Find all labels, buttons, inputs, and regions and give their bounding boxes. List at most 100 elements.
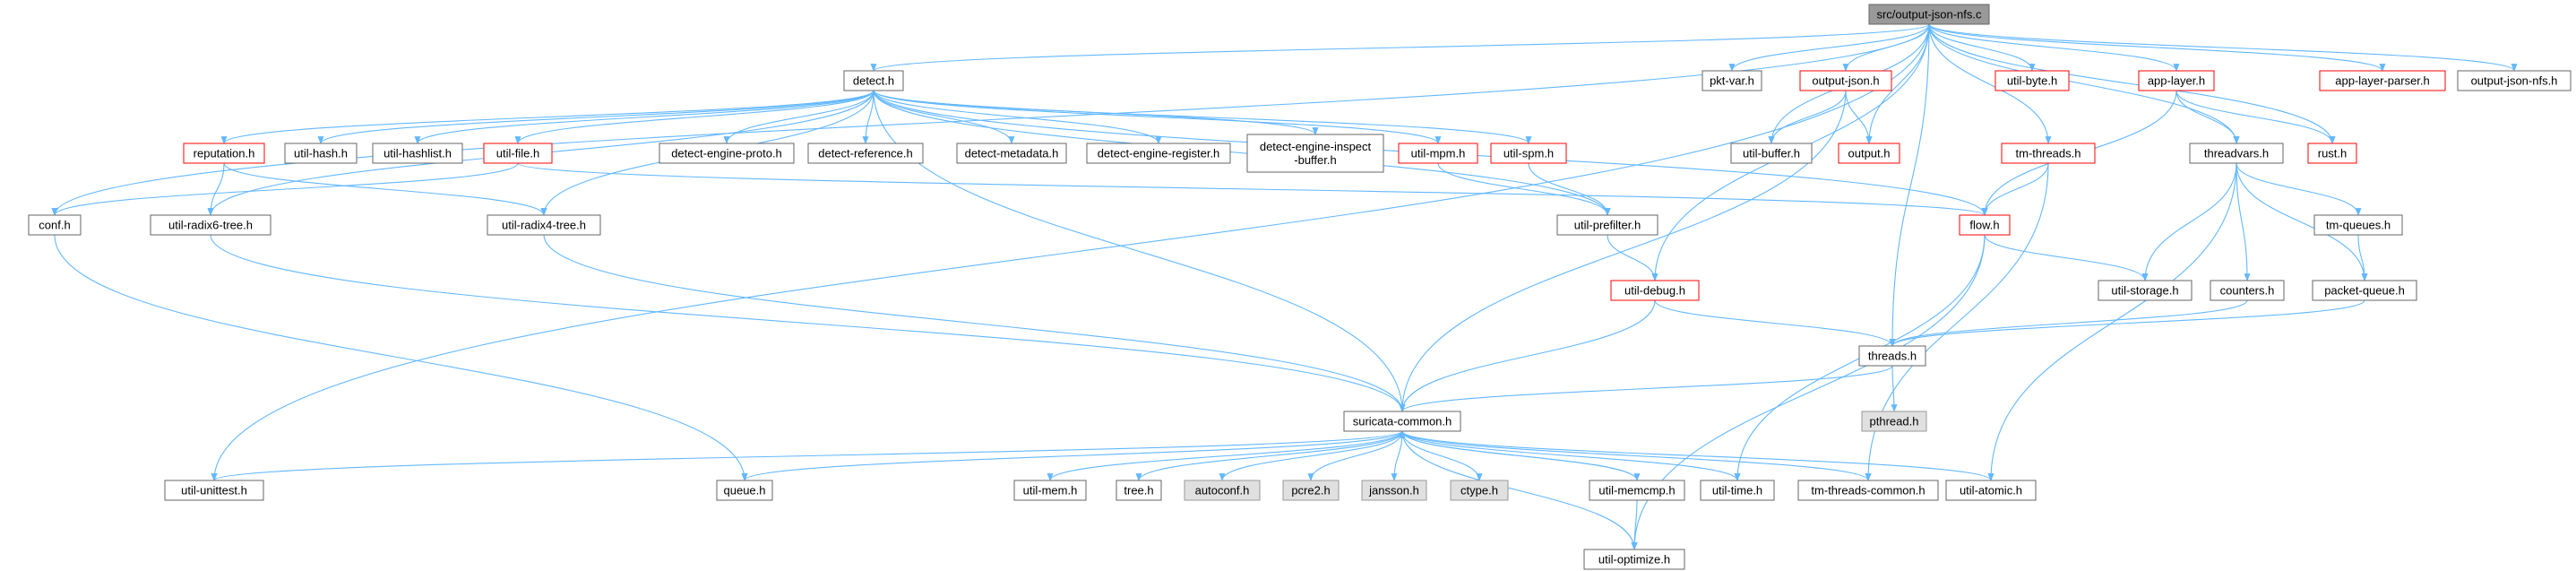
node-box xyxy=(1797,480,1939,501)
node-threadvars[interactable]: threadvars.h xyxy=(2189,143,2284,164)
edge-common-to-ctype xyxy=(1401,430,1483,481)
node-label: tm-queues.h xyxy=(2326,219,2391,232)
node-common[interactable]: suricata-common.h xyxy=(1343,411,1461,432)
node-tmcommon[interactable]: tm-threads-common.h xyxy=(1797,480,1939,501)
node-jansson[interactable]: jansson.h xyxy=(1361,480,1427,501)
node-threads[interactable]: threads.h xyxy=(1858,345,1926,367)
node-outputh[interactable]: output.h xyxy=(1838,143,1900,164)
node-prefilter[interactable]: util-prefilter.h xyxy=(1556,214,1658,236)
edge-utilfile-to-flow xyxy=(517,162,1988,216)
node-queue[interactable]: queue.h xyxy=(716,480,773,501)
node-box xyxy=(164,480,264,501)
node-label: util-debug.h xyxy=(1624,284,1685,298)
node-radix4[interactable]: util-radix4-tree.h xyxy=(487,214,601,236)
node-label: src/output-json-nfs.c xyxy=(1876,8,1982,22)
node-label: util-hash.h xyxy=(294,147,348,160)
node-pcre2[interactable]: pcre2.h xyxy=(1282,480,1340,501)
node-detmeta[interactable]: detect-metadata.h xyxy=(956,143,1067,164)
node-label: output.h xyxy=(1848,147,1891,160)
node-utilhash[interactable]: util-hash.h xyxy=(284,143,358,164)
edge-root-to-applayerparser xyxy=(1928,23,2386,72)
node-optimize[interactable]: util-optimize.h xyxy=(1583,549,1685,570)
node-flow[interactable]: flow.h xyxy=(1959,214,2011,236)
node-label: pkt-var.h xyxy=(1710,74,1754,88)
edge-common-to-queue xyxy=(741,430,1403,481)
node-ctype[interactable]: ctype.h xyxy=(1450,480,1509,501)
node-detenginspect[interactable]: detect-engine-inspect-buffer.h xyxy=(1246,134,1384,173)
node-pktvar[interactable]: pkt-var.h xyxy=(1702,70,1762,91)
edge-root-to-detect xyxy=(870,23,1930,72)
node-outputjson[interactable]: output-json.h xyxy=(1799,70,1892,91)
node-utilhashlist[interactable]: util-hashlist.h xyxy=(372,143,463,164)
node-box xyxy=(1556,214,1658,236)
node-atomic[interactable]: util-atomic.h xyxy=(1945,480,2037,501)
node-counters[interactable]: counters.h xyxy=(2210,280,2285,301)
edge-root-to-unittest xyxy=(211,23,1930,481)
node-tmqueues[interactable]: tm-queues.h xyxy=(2313,214,2403,236)
node-label: util-radix4-tree.h xyxy=(502,219,586,232)
node-utilbuffer[interactable]: util-buffer.h xyxy=(1730,143,1813,164)
node-outputjsonnfs[interactable]: output-json-nfs.h xyxy=(2457,70,2572,91)
node-box xyxy=(2319,70,2446,91)
node-box xyxy=(716,480,773,501)
node-memcmp[interactable]: util-memcmp.h xyxy=(1589,480,1685,501)
node-utilspm[interactable]: util-spm.h xyxy=(1490,143,1567,164)
node-packetqueue[interactable]: packet-queue.h xyxy=(2312,280,2417,301)
edge-detect-to-reputation xyxy=(220,90,874,144)
node-utiltime[interactable]: util-time.h xyxy=(1700,480,1775,501)
node-conf[interactable]: conf.h xyxy=(28,214,82,236)
node-label: output-json-nfs.h xyxy=(2471,74,2558,88)
node-box xyxy=(659,143,795,164)
node-utilstorage[interactable]: util-storage.h xyxy=(2098,280,2193,301)
node-applayerparser[interactable]: app-layer-parser.h xyxy=(2319,70,2446,91)
edge-outputjson-to-outputh xyxy=(1845,90,1873,144)
edge-detect-to-detmeta xyxy=(873,90,1015,144)
node-label: app-layer-parser.h xyxy=(2335,74,2430,88)
node-rust[interactable]: rust.h xyxy=(2307,143,2357,164)
node-label: tm-threads.h xyxy=(2016,147,2081,160)
node-label: util-mpm.h xyxy=(1411,147,1466,160)
node-radix6[interactable]: util-radix6-tree.h xyxy=(150,214,271,236)
node-box xyxy=(1343,411,1461,432)
node-detref[interactable]: detect-reference.h xyxy=(807,143,924,164)
node-utilbyte[interactable]: util-byte.h xyxy=(1994,70,2070,91)
node-box xyxy=(1116,480,1162,501)
node-tree[interactable]: tree.h xyxy=(1116,480,1162,501)
node-label: util-prefilter.h xyxy=(1574,219,1641,232)
node-root[interactable]: src/output-json-nfs.c xyxy=(1868,4,1990,25)
node-detect[interactable]: detect.h xyxy=(843,70,904,91)
edge-prefilter-to-utildebug xyxy=(1607,234,1658,281)
node-detengreg[interactable]: detect-engine-register.h xyxy=(1086,143,1231,164)
node-label: util-buffer.h xyxy=(1743,147,1800,160)
node-applayer[interactable]: app-layer.h xyxy=(2138,70,2215,91)
edge-threadvars-to-packetqueue xyxy=(2236,162,2368,281)
node-box xyxy=(487,214,601,236)
node-label: util-memcmp.h xyxy=(1598,484,1675,497)
node-detengproto[interactable]: detect-engine-proto.h xyxy=(659,143,795,164)
node-reputation[interactable]: reputation.h xyxy=(183,143,265,164)
node-box xyxy=(1702,70,1762,91)
node-label: detect-engine-register.h xyxy=(1098,147,1220,160)
node-tmthreads[interactable]: tm-threads.h xyxy=(2001,143,2096,164)
node-utilmem[interactable]: util-mem.h xyxy=(1013,480,1087,501)
node-box xyxy=(2001,143,2096,164)
node-label: util-storage.h xyxy=(2111,284,2178,298)
node-box xyxy=(1450,480,1509,501)
node-label: util-mem.h xyxy=(1023,484,1078,497)
node-autoconf[interactable]: autoconf.h xyxy=(1184,480,1261,501)
node-box xyxy=(150,214,271,236)
node-pthread[interactable]: pthread.h xyxy=(1861,411,1927,432)
edge-common-to-utilmem xyxy=(1047,430,1403,481)
node-label: output-json.h xyxy=(1812,74,1879,88)
node-label: ctype.h xyxy=(1460,484,1498,497)
node-utilfile[interactable]: util-file.h xyxy=(483,143,553,164)
node-utildebug[interactable]: util-debug.h xyxy=(1610,280,1700,301)
node-utilmpm[interactable]: util-mpm.h xyxy=(1398,143,1478,164)
node-label: detect.h xyxy=(853,74,894,88)
node-box xyxy=(843,70,904,91)
node-label: detect-engine-inspect-buffer.h xyxy=(1260,140,1372,167)
node-unittest[interactable]: util-unittest.h xyxy=(164,480,264,501)
edge-outputjson-to-common xyxy=(1399,90,1847,412)
node-box xyxy=(1994,70,2070,91)
edge-tmthreads-to-tmcommon xyxy=(1865,162,2049,481)
